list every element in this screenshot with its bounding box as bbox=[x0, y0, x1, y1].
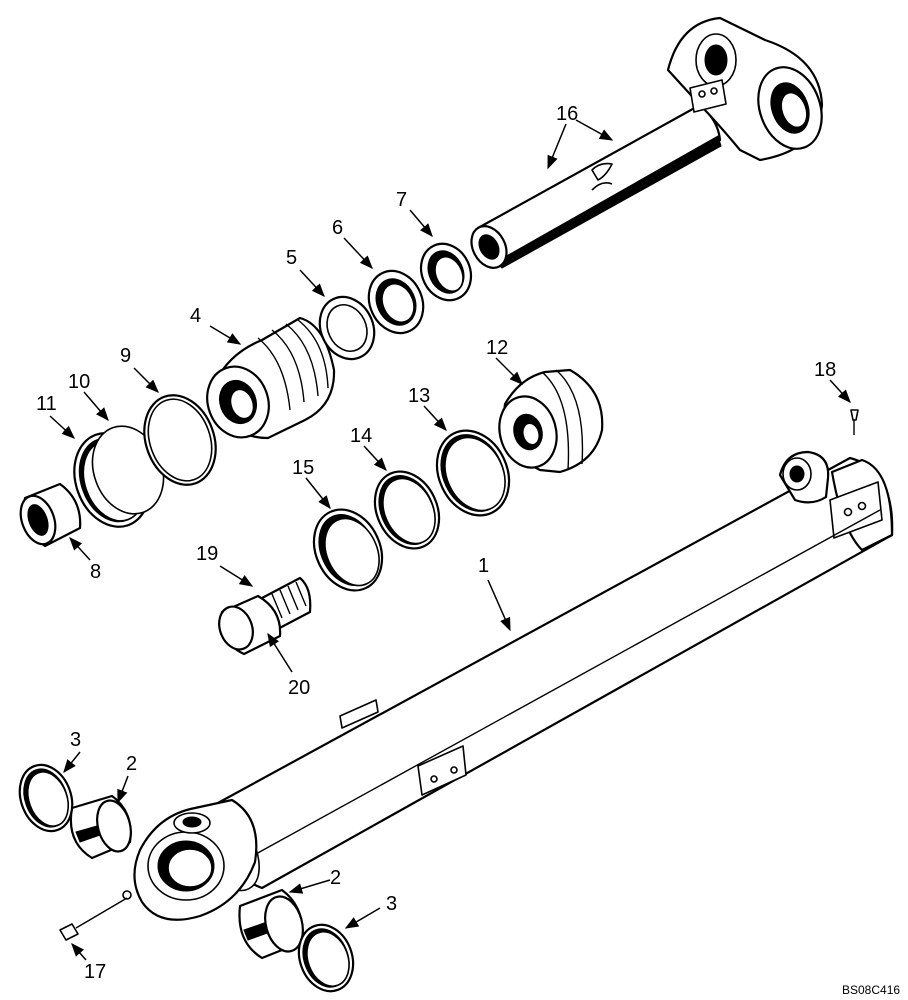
cylinder-barrel bbox=[122, 450, 894, 921]
callout-labels: 1 2 2 3 3 4 5 6 7 8 9 10 11 12 13 14 15 … bbox=[36, 103, 900, 997]
callout-16: 16 bbox=[556, 103, 578, 125]
callout-17: 17 bbox=[84, 961, 106, 983]
bushing-2-lower bbox=[238, 888, 304, 960]
callout-20: 20 bbox=[288, 677, 310, 699]
leader-lines bbox=[49, 119, 851, 961]
callout-7: 7 bbox=[396, 189, 407, 211]
callout-8: 8 bbox=[90, 561, 101, 583]
callout-12: 12 bbox=[486, 337, 508, 359]
wiper-7 bbox=[419, 242, 473, 302]
o-ring-9 bbox=[143, 394, 217, 486]
callout-11: 11 bbox=[36, 393, 57, 415]
fitting-18 bbox=[850, 409, 859, 435]
callout-15: 15 bbox=[292, 457, 314, 479]
callout-9: 9 bbox=[120, 345, 131, 367]
piston-rod bbox=[470, 16, 824, 269]
seal-14 bbox=[373, 470, 441, 550]
wear-ring-15 bbox=[312, 508, 384, 592]
bushing-2-upper bbox=[69, 794, 132, 860]
bolt-19-20 bbox=[218, 576, 312, 656]
callout-5: 5 bbox=[286, 247, 297, 269]
callout-4: 4 bbox=[190, 305, 201, 327]
seal-5 bbox=[318, 295, 376, 361]
seal-6 bbox=[367, 269, 425, 335]
seal-13 bbox=[435, 429, 511, 517]
bushing-8 bbox=[19, 482, 82, 548]
callout-19: 19 bbox=[196, 543, 218, 565]
piston-12 bbox=[498, 368, 604, 474]
callout-6: 6 bbox=[332, 217, 343, 239]
callout-3-upper: 3 bbox=[70, 729, 81, 751]
callout-1: 1 bbox=[478, 555, 489, 577]
gland bbox=[206, 316, 336, 440]
ring-3-lower bbox=[297, 923, 355, 993]
callout-18: 18 bbox=[814, 359, 836, 381]
figure-code: BS08C416 bbox=[842, 983, 900, 997]
callout-2-upper: 2 bbox=[126, 753, 137, 775]
callout-3-lower: 3 bbox=[386, 893, 397, 915]
ring-3-upper bbox=[18, 763, 74, 833]
callout-14: 14 bbox=[350, 425, 372, 447]
callout-2-lower: 2 bbox=[330, 867, 341, 889]
callout-10: 10 bbox=[68, 371, 90, 393]
grease-fitting-17 bbox=[59, 897, 128, 941]
callout-13: 13 bbox=[408, 385, 430, 407]
